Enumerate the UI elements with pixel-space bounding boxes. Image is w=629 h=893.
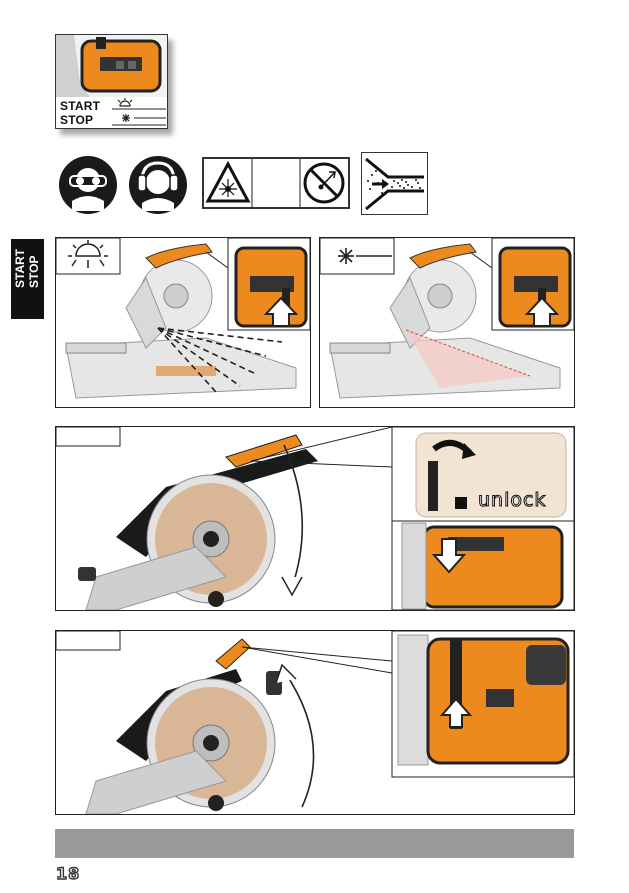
switch-handle-illustration bbox=[56, 35, 167, 97]
section-side-tab: START STOP bbox=[11, 239, 44, 319]
figure-panel-d bbox=[55, 630, 575, 815]
start-label: START bbox=[60, 99, 100, 113]
figure-panel-c: unlock bbox=[55, 426, 575, 611]
stop-label: STOP bbox=[60, 113, 93, 127]
rotate-up-arrow-icon bbox=[284, 671, 314, 807]
unlock-label: unlock bbox=[478, 489, 546, 511]
figure-panel-a bbox=[55, 237, 311, 408]
footer-bar bbox=[55, 829, 574, 858]
sun-icon bbox=[118, 98, 132, 106]
mitre-saw-illustration bbox=[86, 639, 282, 814]
laser-icon bbox=[122, 114, 130, 122]
laser-warning-label bbox=[202, 157, 350, 209]
do-not-stare-into-laser-icon bbox=[305, 164, 343, 202]
dust-extraction-symbol bbox=[361, 152, 428, 215]
side-tab-stop: STOP bbox=[28, 256, 41, 288]
legend-symbols bbox=[108, 98, 168, 128]
padlock-icon bbox=[455, 497, 467, 509]
figure-panel-b bbox=[319, 237, 575, 408]
mitre-saw-illustration bbox=[78, 435, 318, 610]
legend-box: START STOP bbox=[55, 34, 168, 129]
side-tab-start: START bbox=[14, 249, 27, 288]
page-number: 18 bbox=[56, 864, 80, 883]
laser-warning-icon bbox=[208, 164, 248, 201]
dust-extraction-icon bbox=[362, 153, 427, 214]
safety-goggles-icon bbox=[58, 155, 118, 215]
ear-defenders-icon bbox=[128, 155, 188, 215]
